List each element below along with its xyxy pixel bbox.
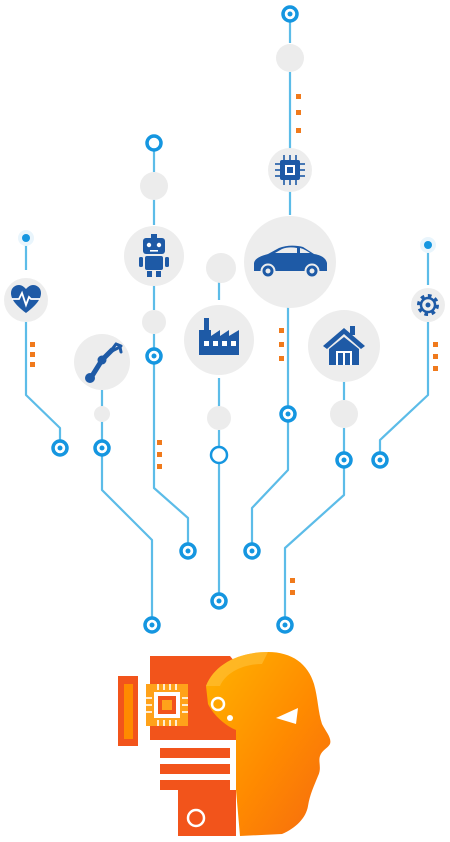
line-heart [24, 238, 62, 442]
ai-head-illustration [118, 652, 331, 836]
factory-icon [184, 305, 254, 375]
circuit-lines [24, 20, 430, 618]
line-robot-arm [100, 390, 154, 618]
line-robot [152, 150, 190, 545]
line-house [283, 382, 346, 618]
robot-arm-icon [74, 334, 130, 390]
processor-icon [146, 684, 188, 726]
grey-spacer-circles [94, 44, 358, 430]
line-gear [378, 252, 430, 452]
orange-dashes [30, 94, 438, 595]
gear-icon [411, 288, 445, 322]
line-car [250, 20, 292, 543]
heart-rate-icon [4, 278, 48, 322]
robot-icon [124, 226, 184, 286]
car-icon [244, 216, 336, 308]
terminal-nodes [18, 5, 436, 634]
microchip-icon [268, 148, 312, 192]
smart-home-icon [308, 310, 380, 382]
